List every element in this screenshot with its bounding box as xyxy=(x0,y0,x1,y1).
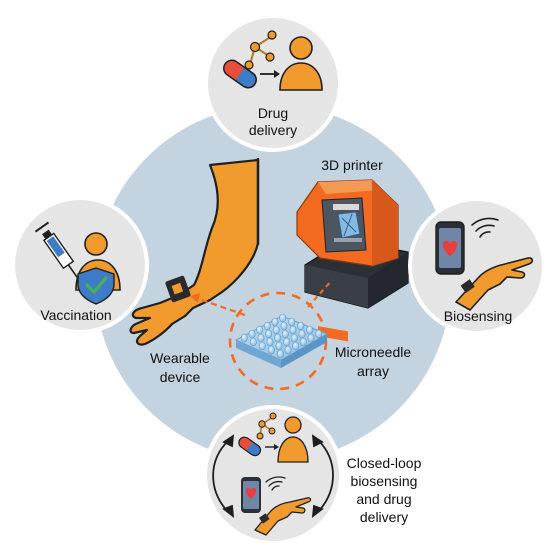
wifi-icon xyxy=(471,217,499,238)
microneedle xyxy=(266,337,274,347)
microneedle xyxy=(292,341,300,351)
wearable-label-1: Wearable xyxy=(150,350,210,366)
phone-icon xyxy=(435,221,465,275)
microneedle xyxy=(299,337,307,347)
shield-icon xyxy=(77,267,115,305)
printer-icon xyxy=(296,179,409,342)
biosensing-label: Biosensing xyxy=(444,308,513,324)
closed-loop-label-1: Closed-loop xyxy=(347,455,422,471)
molecule-icon xyxy=(244,30,277,70)
arm-icon xyxy=(129,158,260,346)
microneedle xyxy=(306,325,314,335)
microneedle xyxy=(240,333,248,343)
microneedle xyxy=(271,317,279,327)
microneedle xyxy=(258,341,266,351)
microneedle xyxy=(307,333,315,343)
molecule-icon xyxy=(256,412,277,440)
wearable-label-2: device xyxy=(160,369,201,385)
printer-label: 3D printer xyxy=(321,157,383,173)
syringe-icon xyxy=(34,221,79,279)
microneedle xyxy=(297,321,305,331)
needle-grid xyxy=(240,313,323,359)
microneedle-label-1: Microneedle xyxy=(335,344,411,360)
node-closed-loop xyxy=(203,405,343,545)
microneedle xyxy=(315,329,323,339)
hand-icon xyxy=(254,497,312,536)
connector-arrows xyxy=(190,279,333,317)
microneedle xyxy=(281,329,289,339)
wrist-device xyxy=(165,275,191,303)
microneedle xyxy=(284,345,292,355)
microneedle xyxy=(280,321,288,331)
microneedle xyxy=(279,313,287,323)
wifi-icon xyxy=(265,476,286,491)
person-icon xyxy=(277,416,309,463)
phone-icon xyxy=(241,477,261,513)
microneedle xyxy=(256,325,264,335)
microneedle xyxy=(265,329,273,339)
closed-loop-label-4: delivery xyxy=(360,509,408,525)
cycle-arrows xyxy=(212,434,334,518)
closed-loop-label-3: and drug xyxy=(356,491,411,507)
microneedle xyxy=(276,349,284,359)
microneedle xyxy=(290,333,298,343)
pill-icon xyxy=(238,436,262,457)
microneedle-patch-icon xyxy=(228,291,329,391)
microneedle xyxy=(263,321,271,331)
microneedle xyxy=(275,341,283,351)
closed-loop-label-2: biosensing xyxy=(351,473,418,489)
pill-icon xyxy=(223,59,257,89)
heart-icon xyxy=(442,240,458,256)
node-biosensing: Biosensing xyxy=(408,197,546,335)
microneedle-label-2: array xyxy=(357,363,389,379)
microneedle xyxy=(249,337,257,347)
microneedle xyxy=(248,329,256,339)
microneedle xyxy=(288,317,296,327)
drug-delivery-label-2: delivery xyxy=(249,122,297,138)
microneedle xyxy=(267,345,275,355)
drug-delivery-label-1: Drug xyxy=(258,105,288,121)
microneedle xyxy=(289,325,297,335)
heart-icon xyxy=(245,487,257,499)
vaccination-label: Vaccination xyxy=(40,307,111,323)
microneedle xyxy=(283,337,291,347)
microneedle xyxy=(272,325,280,335)
node-drug-delivery: Drug delivery xyxy=(204,14,342,152)
hand-icon xyxy=(455,257,534,311)
microneedle xyxy=(298,329,306,339)
microneedle xyxy=(274,333,282,343)
person-icon xyxy=(279,36,323,91)
microneedle xyxy=(257,333,265,343)
node-vaccination: Vaccination xyxy=(11,196,149,334)
